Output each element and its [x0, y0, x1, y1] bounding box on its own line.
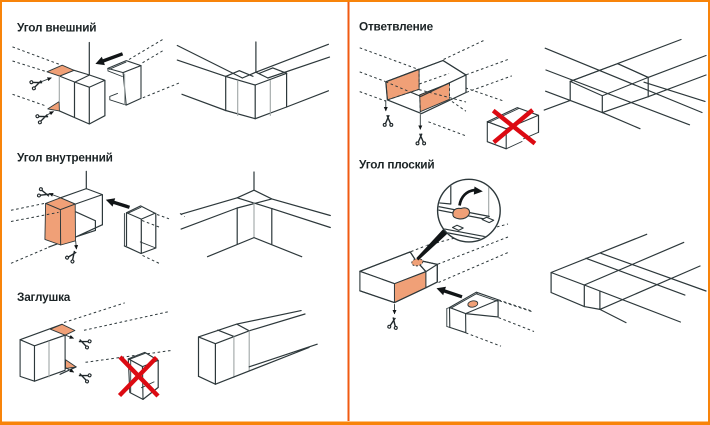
svg-text:Угол внутренний: Угол внутренний — [17, 151, 113, 165]
svg-text:Угол внешний: Угол внешний — [17, 21, 96, 35]
svg-text:Угол плоский: Угол плоский — [359, 158, 434, 172]
svg-text:Ответвление: Ответвление — [359, 20, 434, 34]
svg-text:Заглушка: Заглушка — [17, 290, 71, 304]
